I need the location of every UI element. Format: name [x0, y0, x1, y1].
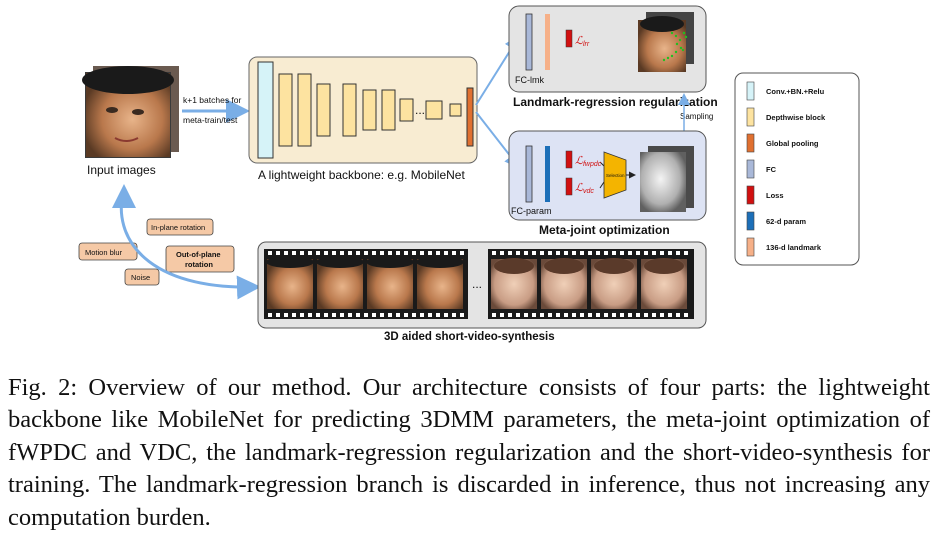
- legend-label: Depthwise block: [766, 113, 826, 122]
- batch-label-line1: k+1 batches for: [183, 95, 242, 105]
- legend-swatch: [746, 107, 755, 127]
- meta-title: Meta-joint optimization: [539, 223, 670, 237]
- sampling-label: Sampling: [680, 112, 713, 121]
- legend-label: Loss: [766, 191, 784, 200]
- aug-tag-motion-blur: Motion blur: [78, 242, 138, 261]
- aug-tag-noise: Noise: [124, 268, 160, 286]
- loss-vdc-label: ℒvdc: [575, 182, 594, 195]
- input-images-label: Input images: [87, 163, 156, 177]
- backbone-block: [248, 56, 478, 164]
- selection-label: Selection: [606, 173, 625, 178]
- svg-text:rotation: rotation: [185, 260, 213, 269]
- meta-joint-block: [508, 130, 707, 221]
- legend-swatch: [746, 237, 755, 257]
- landmark-title: Landmark-regression regularization: [513, 95, 718, 109]
- aug-tag-inplane: In-plane rotation: [146, 218, 214, 236]
- video-title: 3D aided short-video-synthesis: [384, 331, 555, 343]
- legend-swatch: [746, 211, 755, 231]
- svg-text:In-plane rotation: In-plane rotation: [151, 223, 205, 232]
- legend-label: 62-d param: [766, 217, 806, 226]
- method-overview-figure: Input images k+1 batches for meta-train/…: [78, 5, 860, 343]
- legend-swatch: [746, 185, 755, 205]
- caption-label: Fig. 2:: [8, 374, 78, 401]
- svg-text:Out-of-plane: Out-of-plane: [176, 250, 221, 259]
- loss-lrr-label: ℒlrr: [575, 35, 590, 48]
- legend-label: Global pooling: [766, 139, 819, 148]
- svg-text:Motion blur: Motion blur: [85, 248, 123, 257]
- video-synthesis-block: [257, 241, 707, 329]
- legend-box: [734, 72, 860, 266]
- aug-tag-out-of-plane: Out-of-plane rotation: [165, 245, 235, 273]
- input-images: [82, 66, 179, 158]
- legend-label: Conv.+BN.+Relu: [766, 87, 825, 96]
- figure-caption: Fig. 2: Overview of our method. Our arch…: [8, 372, 930, 534]
- legend-label: 136-d landmark: [766, 243, 822, 252]
- legend-swatch: [746, 133, 755, 153]
- legend-swatch: [746, 81, 755, 101]
- svg-text:Noise: Noise: [131, 273, 150, 282]
- legend-label: FC: [766, 165, 777, 174]
- legend-swatch: [746, 159, 755, 179]
- fc-param-label: FC-param: [511, 206, 552, 216]
- video-ellipsis: ...: [472, 277, 482, 291]
- backbone-ellipsis: ...: [415, 103, 425, 117]
- landmark-regression-block: [508, 5, 707, 93]
- backbone-label: A lightweight backbone: e.g. MobileNet: [258, 168, 465, 182]
- batch-label-line2: meta-train/test: [183, 115, 238, 125]
- loss-fwpdc-label: ℒfwpdc: [575, 155, 602, 168]
- caption-text: Overview of our method. Our architecture…: [8, 374, 930, 531]
- fc-lmk-label: FC-lmk: [515, 75, 544, 85]
